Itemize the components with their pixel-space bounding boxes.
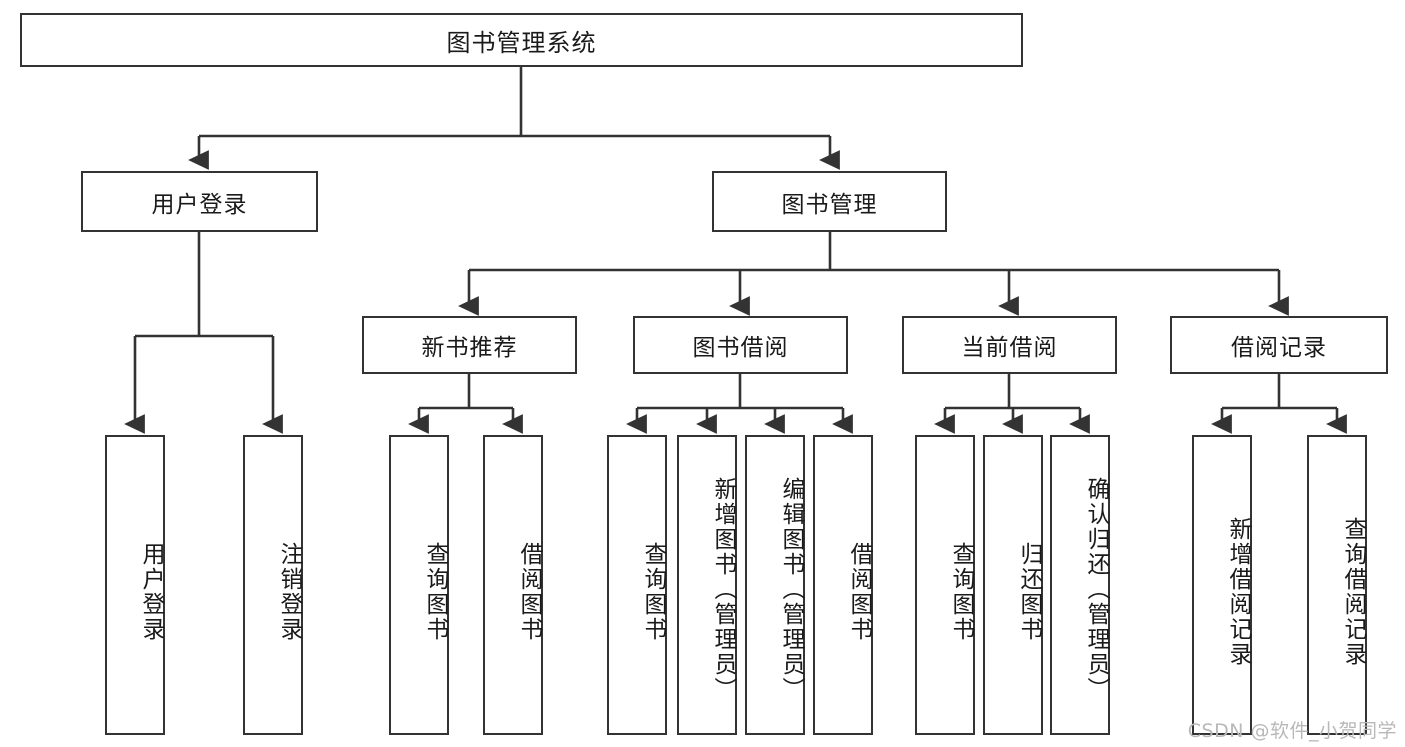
node-label: 注销登录 xyxy=(276,542,302,642)
node-label: 用户登录 xyxy=(151,191,248,218)
node-book-management[interactable]: 图书管理 xyxy=(712,171,947,232)
node-label: 图书管理系统 xyxy=(446,28,597,57)
leaf-book-borrow-add-admin[interactable]: 新增图书（管理员） xyxy=(677,435,737,735)
node-label: 编辑图书（管理员） xyxy=(778,476,804,702)
node-label: 查询图书 xyxy=(640,542,666,642)
node-label: 借阅图书 xyxy=(516,542,542,642)
leaf-borrow-record-add[interactable]: 新增借阅记录 xyxy=(1192,435,1252,735)
node-label: 借阅图书 xyxy=(846,542,872,642)
node-user-login[interactable]: 用户登录 xyxy=(81,171,318,232)
watermark: CSDN @软件_小贺同学 xyxy=(1187,720,1397,742)
leaf-borrow-record-query[interactable]: 查询借阅记录 xyxy=(1307,435,1367,735)
node-current-borrow[interactable]: 当前借阅 xyxy=(902,316,1117,374)
node-root-book-management-system[interactable]: 图书管理系统 xyxy=(20,13,1023,67)
node-label: 用户登录 xyxy=(138,542,164,642)
leaf-current-borrow-return[interactable]: 归还图书 xyxy=(983,435,1043,735)
leaf-current-borrow-query[interactable]: 查询图书 xyxy=(915,435,975,735)
node-label: 查询图书 xyxy=(422,542,448,642)
node-label: 查询图书 xyxy=(948,542,974,642)
node-book-borrow[interactable]: 图书借阅 xyxy=(633,316,848,374)
leaf-current-borrow-confirm-return-admin[interactable]: 确认归还（管理员） xyxy=(1050,435,1110,735)
node-borrow-record[interactable]: 借阅记录 xyxy=(1170,316,1388,374)
leaf-book-borrow-borrow[interactable]: 借阅图书 xyxy=(813,435,873,735)
node-label: 确认归还（管理员） xyxy=(1083,476,1109,702)
node-label: 图书管理 xyxy=(781,191,878,218)
leaf-new-book-borrow[interactable]: 借阅图书 xyxy=(483,435,543,735)
node-label: 新书推荐 xyxy=(421,335,518,361)
node-label: 新增借阅记录 xyxy=(1225,517,1251,667)
node-label: 新增图书（管理员） xyxy=(710,476,736,702)
node-label: 归还图书 xyxy=(1016,542,1042,642)
leaf-user-login-signin[interactable]: 用户登录 xyxy=(105,435,165,735)
node-new-book-recommend[interactable]: 新书推荐 xyxy=(362,316,577,374)
leaf-user-login-signout[interactable]: 注销登录 xyxy=(243,435,303,735)
node-label: 图书借阅 xyxy=(692,335,789,361)
leaf-new-book-query[interactable]: 查询图书 xyxy=(389,435,449,735)
leaf-book-borrow-query[interactable]: 查询图书 xyxy=(607,435,667,735)
node-label: 借阅记录 xyxy=(1231,335,1327,361)
leaf-book-borrow-edit-admin[interactable]: 编辑图书（管理员） xyxy=(745,435,805,735)
node-label: 当前借阅 xyxy=(961,335,1058,361)
node-label: 查询借阅记录 xyxy=(1340,517,1366,667)
